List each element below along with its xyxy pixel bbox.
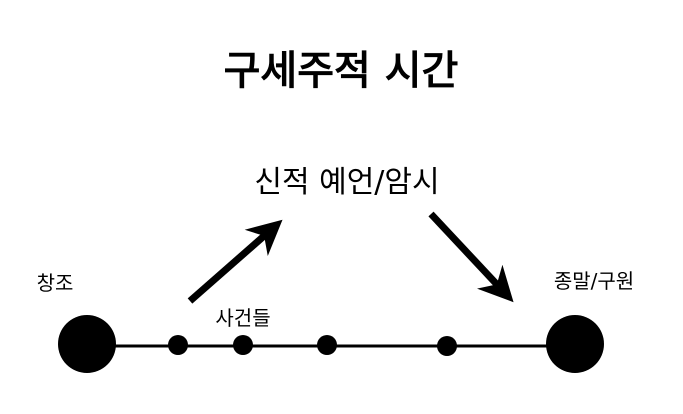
event-dot — [233, 335, 253, 355]
creation-node — [58, 315, 116, 373]
prophecy-label: 신적 예언/암시 — [254, 165, 439, 200]
end-salvation-node — [546, 315, 604, 373]
end-salvation-label: 종말/구원 — [554, 269, 634, 293]
descending-arrow — [428, 211, 514, 303]
events-label: 사건들 — [215, 306, 270, 330]
creation-label: 창조 — [37, 271, 74, 295]
event-dot — [317, 335, 337, 355]
diagram-title: 구세주적 시간 — [224, 48, 459, 94]
ascending-arrow — [187, 219, 283, 304]
event-dot — [437, 336, 457, 356]
event-dot — [168, 335, 188, 355]
